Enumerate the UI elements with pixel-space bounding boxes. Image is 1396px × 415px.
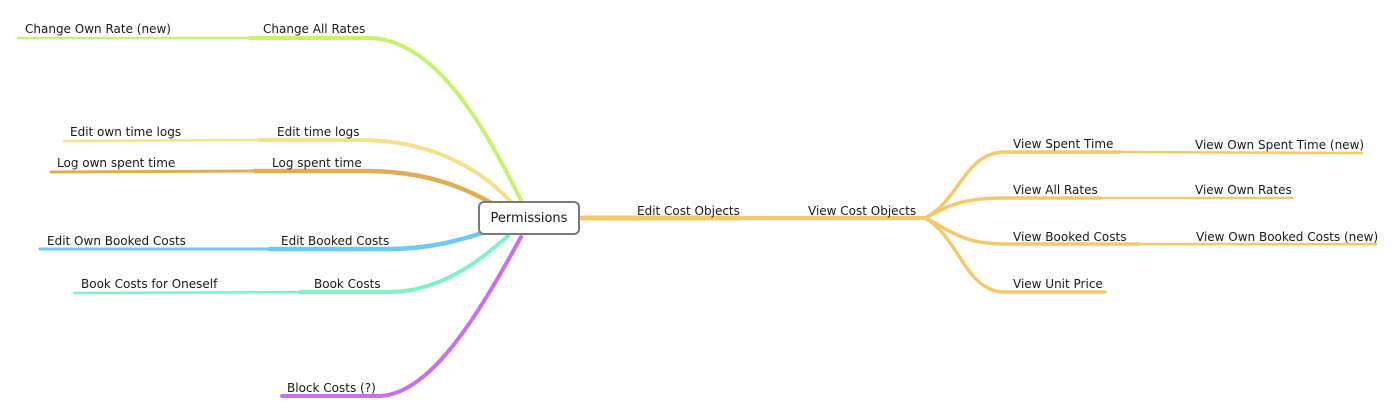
topic-view-all-rates[interactable]: View All Rates xyxy=(1013,183,1098,197)
topic-view-unit-price[interactable]: View Unit Price xyxy=(1013,277,1103,291)
topic-edit-own-time-logs[interactable]: Edit own time logs xyxy=(70,125,182,139)
branch-book-costs xyxy=(298,234,510,294)
topic-edit-own-booked-costs[interactable]: Edit Own Booked Costs xyxy=(47,234,186,248)
topic-log-own-spent-time[interactable]: Log own spent time xyxy=(57,156,176,170)
branch-log-own-spent-time xyxy=(49,169,257,174)
topic-view-own-spent-time[interactable]: View Own Spent Time (new) xyxy=(1195,138,1365,152)
branch-edit-booked-costs xyxy=(267,230,485,252)
branch-book-costs-oneself xyxy=(72,290,302,295)
topic-edit-booked-costs[interactable]: Edit Booked Costs xyxy=(281,234,390,248)
branch-view-own-spent-time xyxy=(1118,150,1364,155)
topic-book-costs[interactable]: Book Costs xyxy=(314,277,381,291)
branch-view-all-rates xyxy=(923,196,1102,220)
branch-log-spent-time xyxy=(252,168,503,211)
topic-block-costs[interactable]: Block Costs (?) xyxy=(287,381,376,395)
topic-view-spent-time[interactable]: View Spent Time xyxy=(1013,137,1114,151)
topic-view-own-rates[interactable]: View Own Rates xyxy=(1195,183,1292,197)
topic-edit-cost-objects[interactable]: Edit Cost Objects xyxy=(637,204,740,218)
branch-edit-time-logs xyxy=(258,138,514,205)
topic-view-own-booked-costs[interactable]: View Own Booked Costs (new) xyxy=(1196,230,1379,244)
branch-view-spent-time xyxy=(923,150,1122,220)
topic-view-booked-costs[interactable]: View Booked Costs xyxy=(1013,230,1127,244)
branch-edit-own-time-logs xyxy=(62,138,262,143)
topic-change-own-rate[interactable]: Change Own Rate (new) xyxy=(25,22,171,36)
root-node-permissions[interactable]: Permissions xyxy=(478,201,580,235)
topic-book-costs-oneself[interactable]: Book Costs for Oneself xyxy=(81,277,218,291)
topic-view-cost-objects[interactable]: View Cost Objects xyxy=(808,204,917,218)
topic-edit-time-logs[interactable]: Edit time logs xyxy=(277,125,360,139)
branch-view-unit-price xyxy=(923,216,1107,294)
topic-log-spent-time[interactable]: Log spent time xyxy=(272,156,362,170)
root-node-label: Permissions xyxy=(490,210,568,226)
branch-change-all-rates xyxy=(248,36,523,202)
branch-block-costs xyxy=(280,235,523,398)
topic-change-all-rates[interactable]: Change All Rates xyxy=(263,22,366,36)
